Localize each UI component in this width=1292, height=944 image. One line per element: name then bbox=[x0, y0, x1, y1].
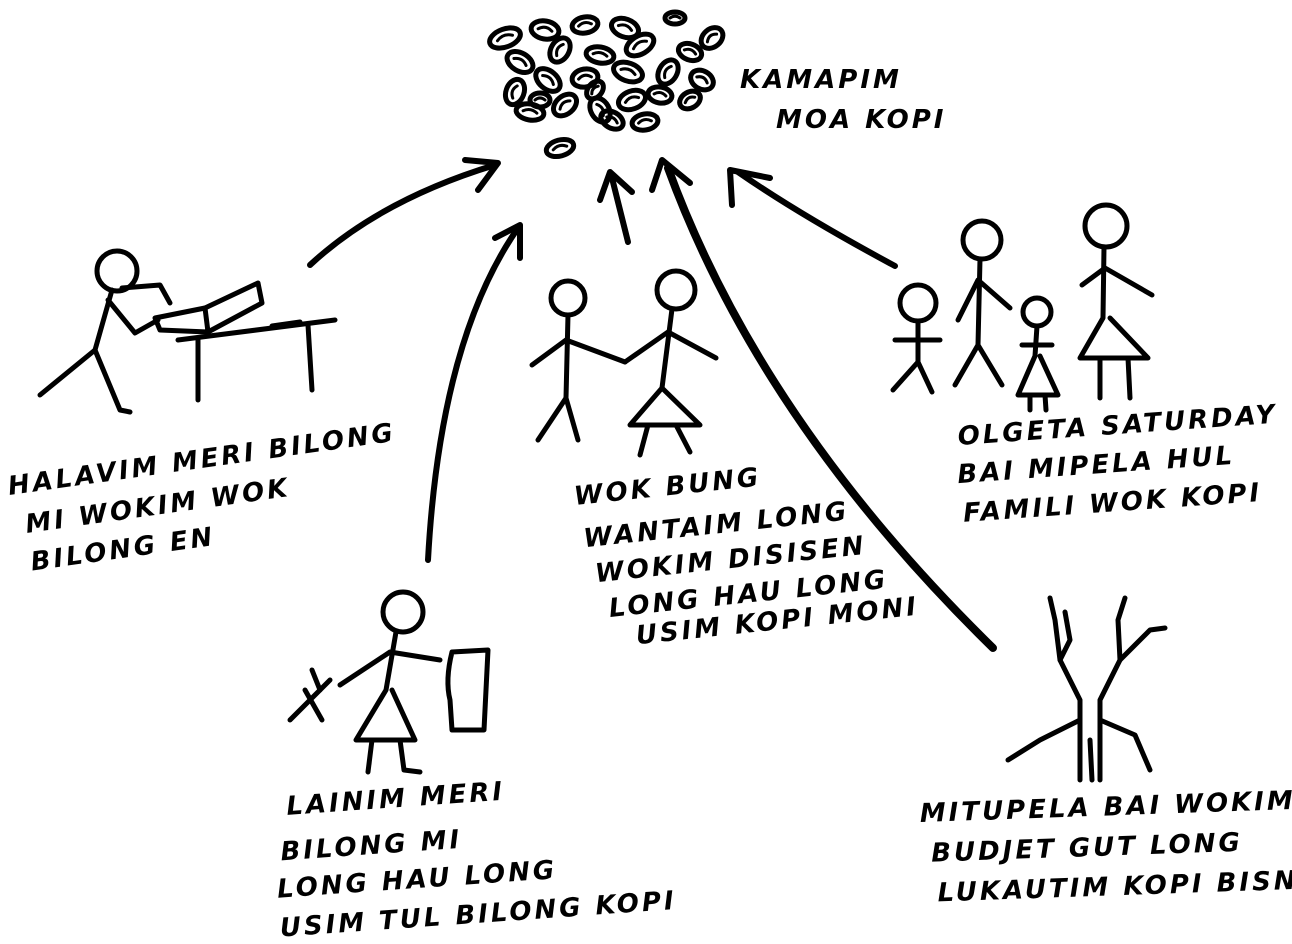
coffee-bean-crease bbox=[705, 32, 719, 44]
coffee-bean bbox=[608, 15, 642, 41]
coffee-bean bbox=[543, 136, 577, 160]
label-family: OLGETA SATURDAY BAI MIPELA HUL FAMILI WO… bbox=[956, 400, 1278, 529]
arrow-couple-head bbox=[597, 169, 635, 203]
label-office: HALAVIM MERI BILONG MI WOKIM WOK BILONG … bbox=[6, 418, 398, 578]
coffee-bean bbox=[569, 14, 601, 36]
coffee-bean-crease bbox=[551, 143, 569, 152]
label-budget-line-2: BUDJET GUT LONG bbox=[931, 828, 1244, 869]
tree-icon bbox=[1005, 595, 1168, 783]
coffee-bean-crease bbox=[682, 47, 698, 56]
coffee-bean bbox=[675, 40, 705, 64]
coffee-bean-crease bbox=[577, 21, 593, 28]
arrow-tools bbox=[425, 225, 521, 563]
coffee-bean-crease bbox=[521, 107, 539, 115]
coffee-bean-crease bbox=[591, 50, 609, 58]
coffee-bean bbox=[487, 25, 523, 51]
arrow-office bbox=[307, 162, 498, 268]
coffee-bean-crease bbox=[555, 42, 565, 58]
coffee-bean-crease bbox=[623, 95, 641, 104]
coffee-bean-crease bbox=[616, 23, 634, 32]
label-tools: LAINIM MERI BILONG MI LONG HAU LONG USIM… bbox=[276, 777, 677, 944]
arrow-family bbox=[735, 169, 898, 269]
coffee-bean bbox=[502, 76, 528, 108]
coffee-bean-crease bbox=[652, 91, 668, 98]
coffee-bean bbox=[583, 44, 617, 66]
label-budget-line-1: MITUPELA BAI WOKIM bbox=[919, 786, 1292, 829]
coffee-bean-crease bbox=[558, 99, 572, 111]
coffee-bean-crease bbox=[663, 64, 673, 80]
coffee-bean bbox=[677, 88, 703, 112]
arrow-budget-head bbox=[649, 157, 693, 193]
coffee-bean bbox=[698, 25, 726, 51]
arrow-family-head bbox=[727, 167, 773, 208]
label-couple: WOK BUNG WANTAIM LONG WOKIM DISISEN LONG… bbox=[573, 462, 921, 651]
coffee-bean-crease bbox=[577, 73, 593, 81]
arrow-budget bbox=[664, 164, 997, 652]
couple-icon bbox=[529, 268, 719, 458]
label-couple-line-1: WOK BUNG bbox=[573, 462, 763, 511]
coffee-bean bbox=[645, 84, 675, 106]
arrows bbox=[307, 157, 997, 652]
coffee-bean bbox=[629, 111, 661, 133]
coffee-bean bbox=[547, 35, 573, 65]
coffee-bean bbox=[528, 18, 562, 42]
woman-with-tools-icon bbox=[287, 589, 491, 775]
coffee-bean bbox=[598, 108, 626, 132]
coffee-bean-crease bbox=[536, 25, 554, 33]
arrow-tools-head bbox=[492, 222, 523, 261]
coffee-bean-crease bbox=[533, 96, 547, 102]
coffee-bean-crease bbox=[695, 75, 709, 85]
coffee-bean-crease bbox=[619, 67, 637, 77]
label-budget: MITUPELA BAI WOKIM BUDJET GUT LONG LUKAU… bbox=[919, 786, 1292, 909]
family-icon bbox=[890, 202, 1155, 413]
title-line-1: KAMAPIM bbox=[740, 65, 902, 95]
coffee-bean bbox=[550, 91, 580, 119]
label-budget-line-3: LUKAUTIM KOPI BISNIS bbox=[937, 865, 1292, 909]
coffee-bean-crease bbox=[495, 33, 515, 43]
arrow-couple bbox=[609, 175, 631, 245]
coffee-bean bbox=[623, 31, 657, 59]
label-tools-line-1: LAINIM MERI bbox=[285, 777, 506, 822]
arrow-office-head bbox=[462, 157, 501, 193]
coffee-bean bbox=[584, 78, 606, 102]
coffee-bean bbox=[662, 9, 688, 27]
coffee-bean bbox=[688, 67, 716, 93]
coffee-bean bbox=[615, 87, 649, 113]
coffee-bean-crease bbox=[510, 84, 519, 100]
coffee-bean bbox=[527, 90, 553, 110]
coffee-bean-crease bbox=[605, 115, 619, 125]
title-line-2: MOA KOPI bbox=[776, 105, 946, 135]
coffee-bean bbox=[611, 59, 645, 85]
coffee-bean-crease bbox=[683, 95, 697, 105]
coffee-bean-crease bbox=[668, 14, 682, 20]
label-tools-line-2: BILONG MI bbox=[280, 825, 464, 868]
office-worker-icon bbox=[37, 248, 338, 415]
coffee-bean-crease bbox=[512, 56, 528, 67]
coffee-bean bbox=[533, 66, 563, 94]
coffee-bean-crease bbox=[590, 84, 600, 96]
coffee-bean-crease bbox=[541, 74, 555, 86]
coffee-bean bbox=[504, 49, 536, 75]
coffee-bean-crease bbox=[637, 118, 653, 125]
coffee-bean-crease bbox=[632, 39, 648, 51]
coffee-beans-icon bbox=[487, 9, 726, 160]
coffee-bean bbox=[655, 57, 681, 87]
title: KAMAPIM MOA KOPI bbox=[740, 65, 946, 135]
